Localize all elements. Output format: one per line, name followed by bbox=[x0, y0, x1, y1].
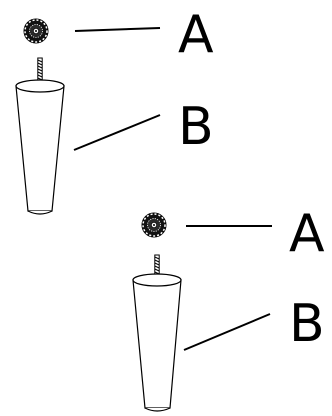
assembly-2: A B bbox=[132, 204, 325, 412]
callout-label-b: B bbox=[178, 97, 214, 157]
leg-part-b bbox=[132, 273, 182, 412]
callout-label-a: A bbox=[178, 5, 214, 65]
stud bbox=[37, 57, 43, 81]
callout-label-b: B bbox=[289, 294, 325, 354]
leader-line-a bbox=[74, 27, 161, 32]
glide-part-a bbox=[141, 212, 167, 238]
glide-part-a bbox=[23, 18, 49, 44]
leg-part-b bbox=[15, 79, 65, 215]
leader-line-b bbox=[73, 114, 161, 151]
callout-label-a: A bbox=[289, 204, 325, 264]
assembly-1: A B bbox=[15, 5, 214, 215]
leader-line-b bbox=[183, 313, 271, 351]
